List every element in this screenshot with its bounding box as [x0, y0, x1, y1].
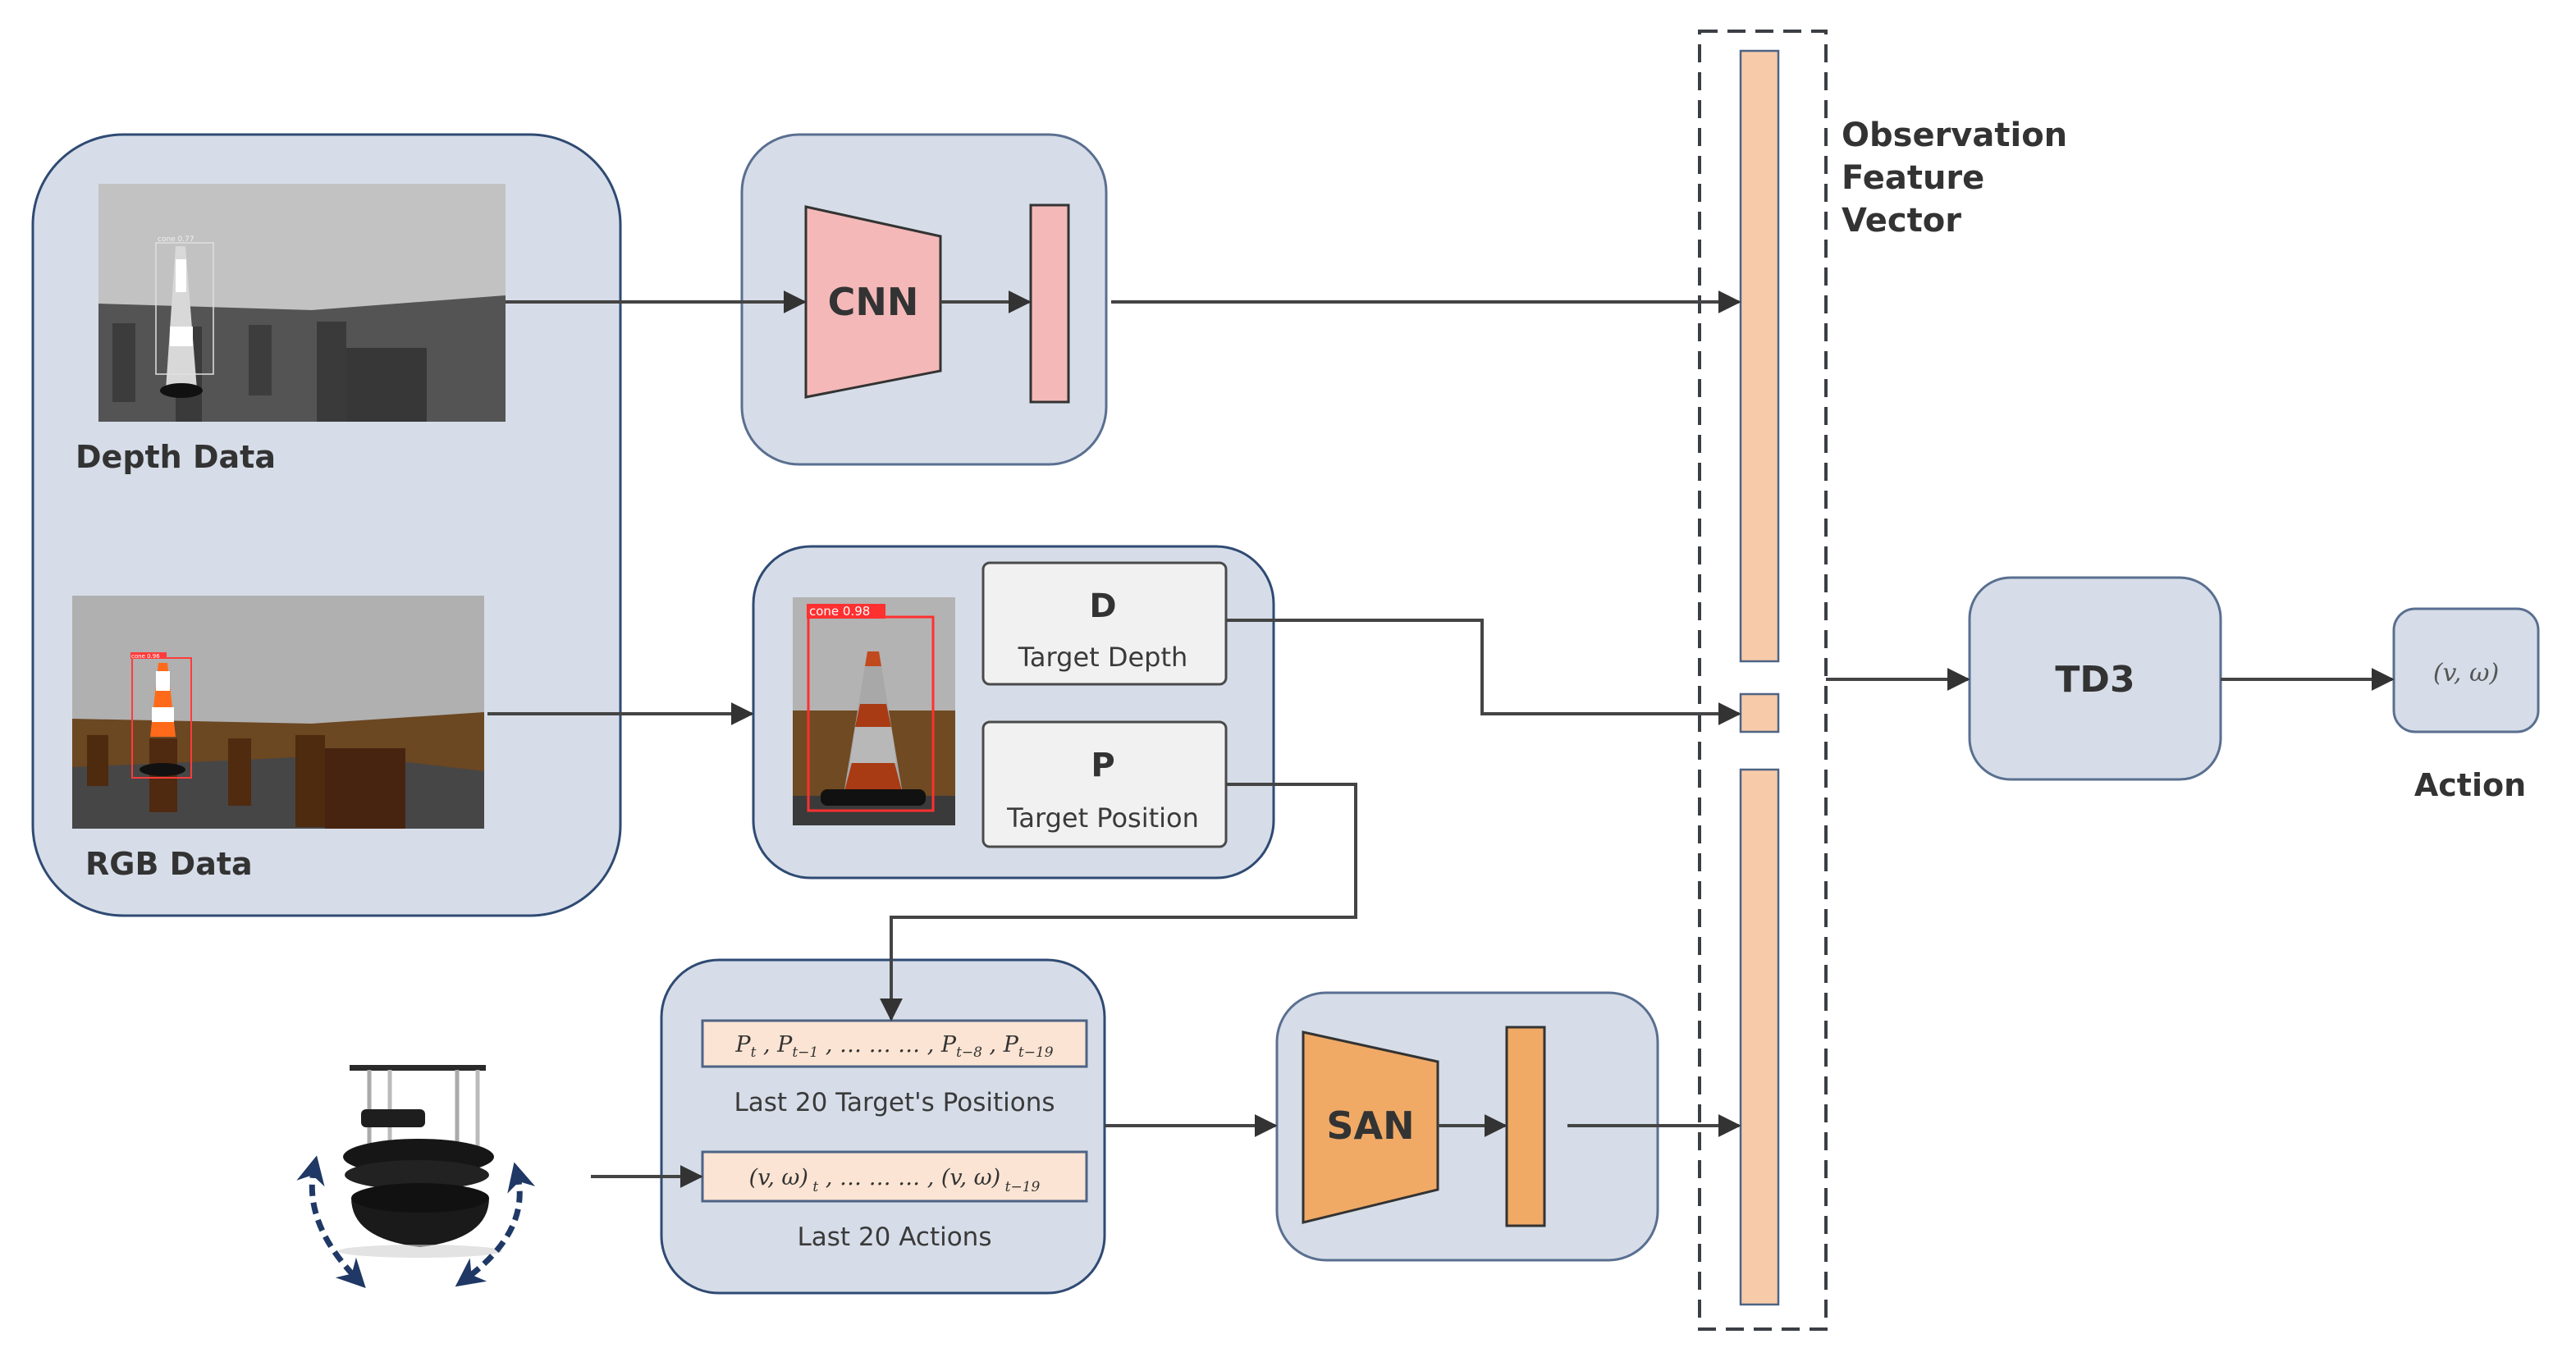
san-encoder-shape: [1302, 1030, 1439, 1224]
rotation-arrow-right-icon: [455, 1162, 536, 1287]
observation-title: Observation Feature Vector: [1842, 117, 2079, 240]
target-position-box: P Target Position: [981, 720, 1228, 848]
action-block: (v, ω) Action: [2392, 607, 2540, 803]
cnn-label: CNN: [828, 280, 919, 324]
feature-segment-visual: [1739, 49, 1780, 663]
positions-sequence-text: Pt , Pt−1 , … … … , Pt−8 , Pt−19: [734, 1032, 1053, 1061]
actions-sequence-caption: Last 20 Actions: [798, 1222, 992, 1252]
rgb-data-label: RGB Data: [85, 846, 253, 882]
observation-feature-vector: Observation Feature Vector: [1698, 30, 2079, 1331]
td3-block: TD3: [1968, 576, 2222, 781]
target-depth-symbol: D: [1089, 587, 1116, 625]
cnn-block: CNN: [740, 133, 1108, 466]
target-depth-box: D Target Depth: [981, 561, 1228, 686]
depth-image: cone 0.77: [98, 184, 506, 422]
target-position-caption: Target Position: [1006, 802, 1199, 834]
target-position-symbol: P: [1091, 747, 1114, 784]
positions-sequence-caption: Last 20 Target's Positions: [734, 1088, 1055, 1117]
cone-detection-image: cone 0.98: [793, 597, 955, 825]
positions-sequence-box: [701, 1019, 1088, 1068]
depth-detection-label: cone 0.77: [158, 235, 194, 244]
sensor-panel: cone 0.77 Depth Data cone 0.96 RGB Data: [31, 133, 622, 917]
actions-sequence-box: [701, 1150, 1088, 1203]
cone-detection-label: cone 0.98: [809, 604, 870, 619]
san-output-vector: [1505, 1026, 1546, 1227]
actions-sequence-text: (v, ω) t , … … … , (v, ω) t−19: [749, 1165, 1041, 1195]
arrow-position-to-history: [880, 783, 1357, 1021]
cnn-output-vector: [1029, 203, 1070, 404]
rgb-image: cone 0.96: [72, 596, 484, 829]
cnn-encoder-shape: [804, 205, 942, 399]
history-block: Pt , Pt−1 , … … … , Pt−8 , Pt−19 Last 20…: [660, 958, 1106, 1295]
depth-data-label: Depth Data: [75, 439, 276, 475]
td3-label: TD3: [2055, 659, 2134, 701]
rgb-detection-label: cone 0.96: [131, 653, 160, 660]
feature-vector-dashed-frame: [1698, 30, 1828, 1331]
feature-segment-depth: [1739, 692, 1780, 733]
rotation-arrow-left-icon: [296, 1155, 366, 1289]
target-depth-caption: Target Depth: [1018, 642, 1188, 673]
feature-segment-history: [1739, 768, 1780, 1306]
san-label: SAN: [1326, 1104, 1414, 1148]
connectors: [487, 290, 2395, 1188]
seq-p-t: P: [734, 1032, 751, 1058]
action-value: (v, ω): [2433, 659, 2499, 688]
arrow-depth-to-feature: [1226, 619, 1741, 725]
action-label: Action: [2414, 767, 2526, 803]
robot-image: [263, 1035, 588, 1289]
detection-block: cone 0.98 D Target Depth P Target Positi…: [752, 545, 1275, 880]
